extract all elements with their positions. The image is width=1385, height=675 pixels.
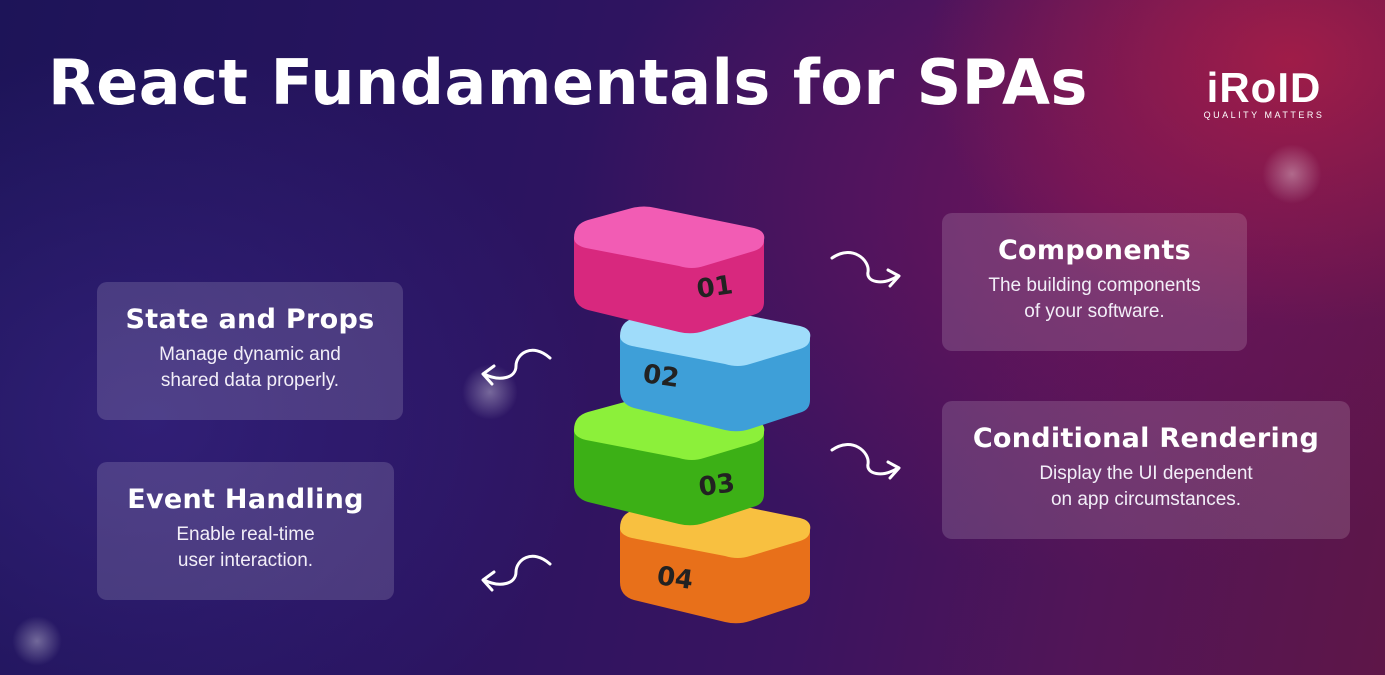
block-label: 02: [641, 359, 681, 394]
card-description-line: shared data properly.: [160, 370, 340, 391]
card-description: The building components of your software…: [942, 273, 1247, 325]
block-label: 04: [655, 561, 695, 596]
page-title: React Fundamentals for SPAs: [48, 46, 1088, 119]
arrow-left-icon: [481, 348, 552, 386]
logo-tagline: QUALITY MATTERS: [1203, 110, 1325, 120]
block-label: 01: [695, 270, 735, 305]
card-description-line: Display the UI dependent: [1039, 463, 1253, 484]
bokeh-light: [1262, 144, 1322, 204]
bokeh-light: [12, 616, 62, 666]
card-title: State and Props: [125, 304, 375, 335]
brand-logo: iRoID QUALITY MATTERS: [1188, 64, 1340, 124]
bokeh-light: [462, 364, 518, 420]
arrow-left-icon: [481, 554, 552, 592]
card-description-line: Enable real-time: [176, 524, 315, 545]
card-title: Event Handling: [127, 484, 364, 515]
arrow-right-icon: [830, 251, 901, 288]
block-01: 01: [574, 206, 765, 334]
card-description-line: Manage dynamic and: [159, 344, 341, 365]
block-top: [574, 206, 765, 268]
card-description-line: on app circumstances.: [1050, 489, 1242, 510]
card-description-line: user interaction.: [177, 550, 314, 571]
card-description-line: The building components: [988, 275, 1201, 296]
card-description: Display the UI dependent on app circumst…: [942, 461, 1350, 513]
card-title: Components: [997, 235, 1192, 266]
block-stack: 04 03 02 01: [574, 206, 811, 624]
card-state-and-props: State and Props Manage dynamic and share…: [97, 282, 403, 420]
block-label: 03: [697, 468, 737, 503]
card-components: Components The building components of yo…: [942, 213, 1247, 351]
logo-wordmark: iRoID: [1206, 64, 1322, 111]
card-conditional-rendering: Conditional Rendering Display the UI dep…: [942, 401, 1350, 539]
card-title: Conditional Rendering: [972, 423, 1320, 454]
card-description: Enable real-time user interaction.: [97, 522, 394, 574]
card-description: Manage dynamic and shared data properly.: [97, 342, 403, 394]
arrow-right-icon: [830, 443, 901, 480]
card-description-line: of your software.: [1024, 301, 1165, 322]
card-event-handling: Event Handling Enable real-time user int…: [97, 462, 394, 600]
